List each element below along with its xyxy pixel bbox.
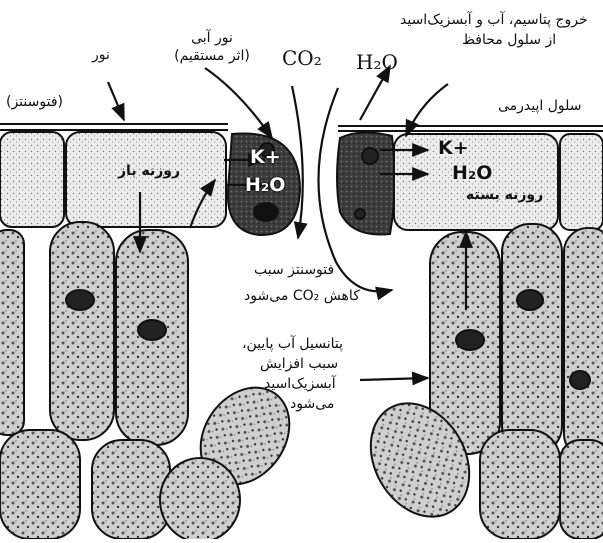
co2-label: CO₂ — [282, 46, 322, 70]
exit-label-2: از سلول محافظ — [462, 32, 556, 49]
potential-label-4: می‌شود — [290, 396, 334, 413]
k-ion-right: K+ — [438, 137, 469, 159]
potential-arrow — [360, 378, 428, 380]
k-ion-left: K+ — [250, 146, 281, 168]
light-arrow — [108, 82, 124, 120]
h2o-label: H₂O — [356, 50, 398, 74]
epidermal-cell-label: سلول اپیدرمی — [498, 98, 582, 115]
blue-light-label: نور آبی — [191, 30, 233, 47]
exit-label-1: خروج پتاسیم، آب و آبسزیک‌اسید — [400, 12, 588, 29]
closed-stoma-label: روزنه بسته — [466, 187, 543, 204]
light-label: نور — [92, 47, 110, 64]
blue-light-arrow — [205, 68, 272, 138]
photo-reduce-label-2: کاهش CO₂ می‌شود — [244, 288, 360, 305]
blue-light-note: (اثر مستقیم) — [174, 48, 250, 65]
potential-label-3: آبسزیک‌اسید — [264, 376, 336, 393]
epidermis-right — [394, 134, 603, 230]
mesophyll-right — [351, 224, 603, 539]
epidermal-cell — [560, 134, 603, 230]
exit-arrow — [406, 84, 448, 136]
photosynthesis-label: (فتوسنتز) — [6, 94, 63, 111]
h2o-left: H₂O — [245, 174, 285, 196]
photo-reduce-label-1: فتوسنتز سبب — [254, 262, 334, 279]
potential-label-1: پتانسیل آب پایین، — [242, 336, 343, 353]
epidermal-cell — [0, 132, 64, 227]
h2o-right: H₂O — [452, 162, 492, 184]
h2o-out-arrow — [360, 66, 390, 120]
cuticle — [0, 124, 603, 131]
open-stoma-label: روزنه باز — [118, 163, 180, 180]
epidermis-left — [0, 132, 226, 227]
guard-cell-right — [337, 132, 395, 234]
potential-label-2: سبب افزایش — [260, 356, 338, 373]
